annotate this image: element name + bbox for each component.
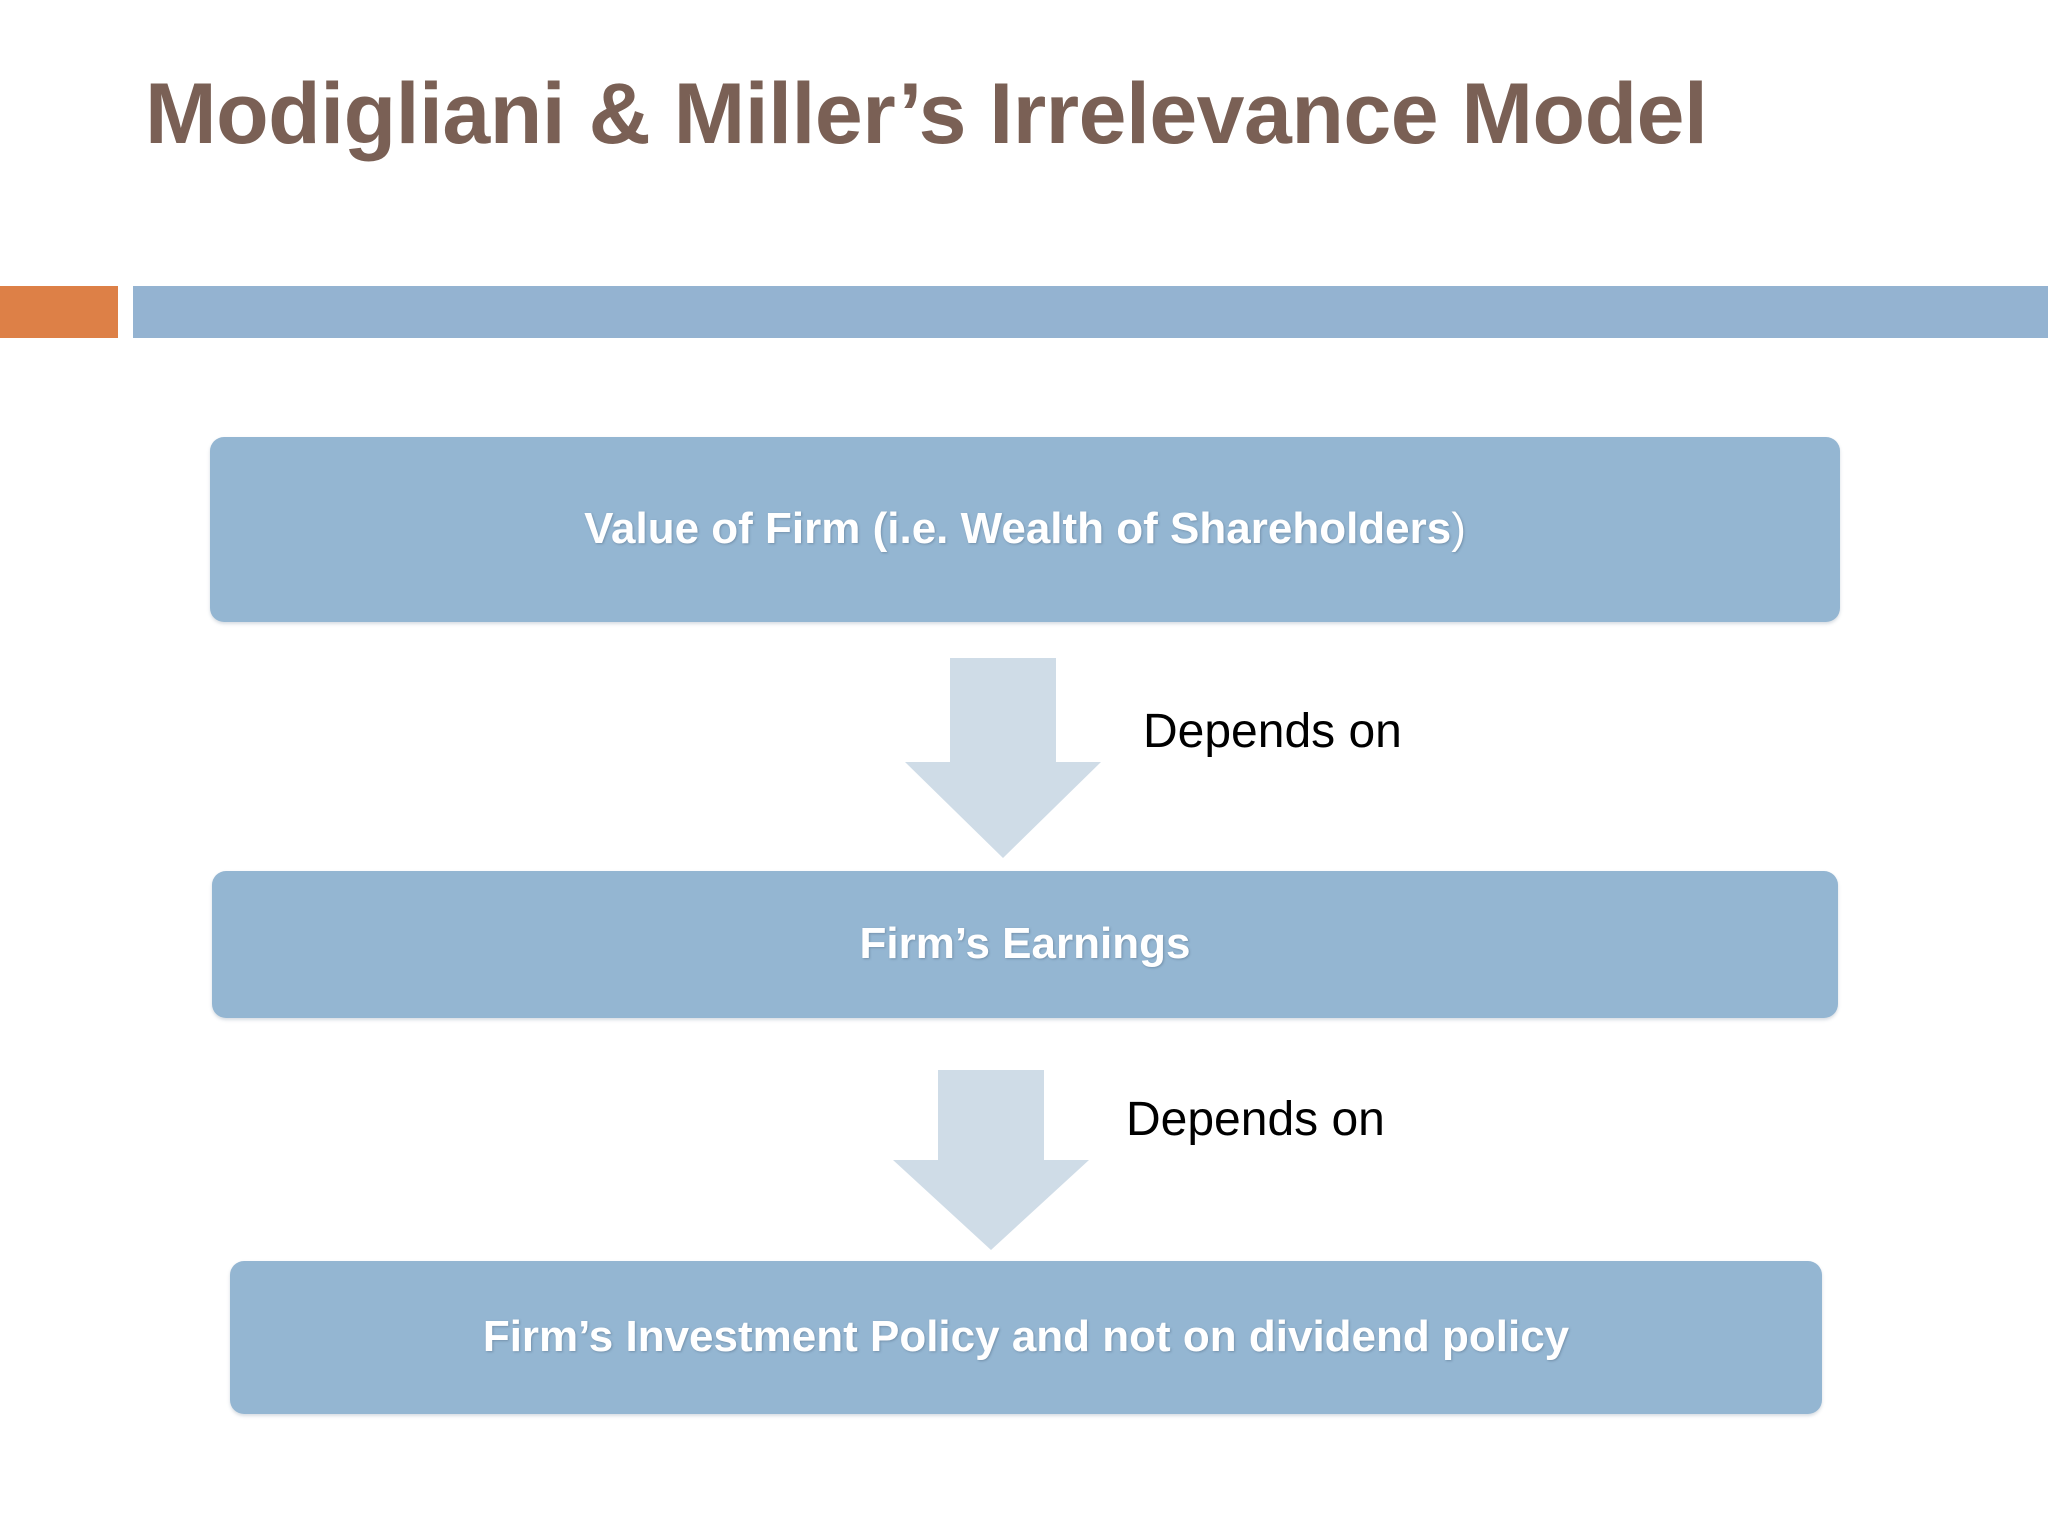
flow-box-label-main-1: Value of Firm (i.e. Wealth of Shareholde… [584, 504, 1452, 554]
accent-bar-orange [0, 286, 118, 338]
arrow-caption-2: Depends on [1126, 1093, 1385, 1146]
flow-box-label-tail-1: ) [1451, 504, 1466, 554]
down-arrow-icon-1 [905, 658, 1101, 858]
slide-title: Modigliani & Miller’s Irrelevance Model [145, 66, 1708, 162]
accent-bar-blue [133, 286, 2048, 338]
flow-box-firms-investment-policy[interactable]: Firm’s Investment Policy and not on divi… [230, 1261, 1822, 1414]
arrow-caption-1: Depends on [1143, 705, 1402, 758]
flow-box-label-value-of-firm: Value of Firm (i.e. Wealth of Shareholde… [558, 505, 1492, 553]
down-arrow-icon-2 [893, 1070, 1089, 1250]
flow-box-firms-earnings[interactable]: Firm’s Earnings [212, 871, 1838, 1018]
flow-box-value-of-firm[interactable]: Value of Firm (i.e. Wealth of Shareholde… [210, 437, 1840, 622]
flow-box-label-firms-earnings: Firm’s Earnings [859, 919, 1191, 969]
flow-box-label-firms-investment-policy: Firm’s Investment Policy and not on divi… [482, 1312, 1570, 1362]
